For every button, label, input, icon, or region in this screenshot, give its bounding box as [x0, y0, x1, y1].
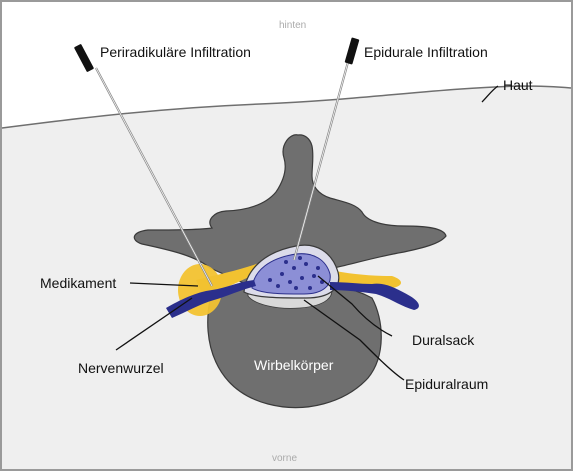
- label-epidural-space: Epiduralraum: [405, 376, 488, 392]
- label-medication: Medikament: [40, 275, 116, 291]
- label-vertebral-body: Wirbelkörper: [254, 357, 333, 373]
- orientation-bottom: vorne: [272, 453, 297, 465]
- label-epidural: Epidurale Infiltration: [364, 44, 488, 60]
- label-periradicular: Periradikuläre Infiltration: [100, 44, 251, 60]
- label-dural-sac: Duralsack: [412, 332, 474, 348]
- label-nerve-root: Nervenwurzel: [78, 360, 164, 376]
- label-skin: Haut: [503, 77, 533, 93]
- orientation-top: hinten: [279, 20, 306, 32]
